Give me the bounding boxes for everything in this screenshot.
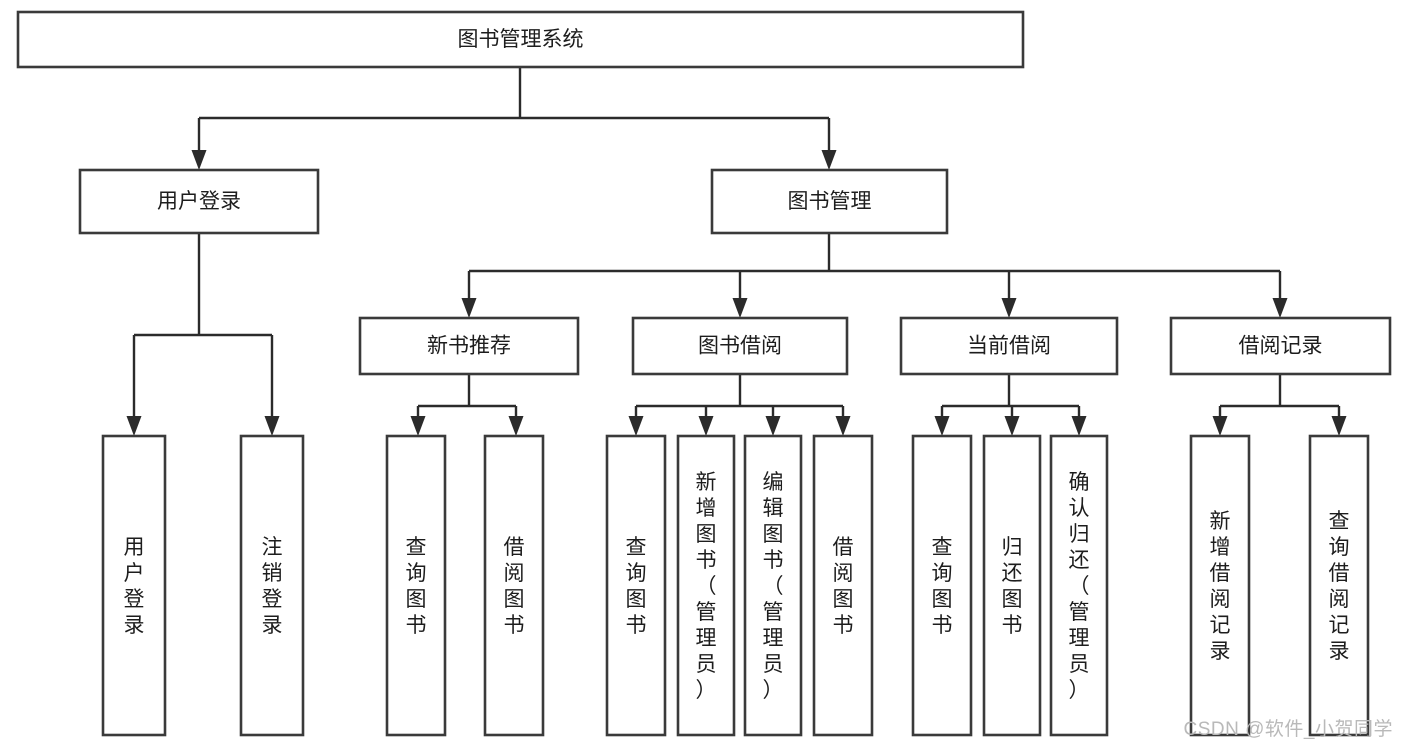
leaf-node-11[interactable]: 新增借阅记录 xyxy=(1189,434,1251,737)
level3-node-2[interactable]: 当前借阅 xyxy=(899,316,1119,376)
arrow-head-icon xyxy=(835,416,851,436)
root-node-图书管理系统-box[interactable] xyxy=(16,10,1025,69)
leaf-node-11-box[interactable] xyxy=(1189,434,1251,737)
leaf-node-12[interactable]: 查询借阅记录 xyxy=(1308,434,1370,737)
leaf-node-3[interactable]: 借阅图书 xyxy=(483,434,545,737)
arrow-head-icon xyxy=(934,416,950,436)
level3-node-3-label: 借阅记录 xyxy=(1239,335,1323,358)
leaf-node-7-label: 借阅图书 xyxy=(833,536,854,637)
leaf-node-4-box[interactable] xyxy=(605,434,667,737)
leaf-node-12-box[interactable] xyxy=(1308,434,1370,737)
leaf-node-0-label: 用户登录 xyxy=(124,536,145,637)
leaf-node-9[interactable]: 归还图书 xyxy=(982,434,1042,737)
leaf-node-5-label: 新增图书（管理员） xyxy=(696,471,717,702)
arrow-head-icon xyxy=(765,416,781,436)
arrow-head-icon xyxy=(126,416,142,436)
root-node-图书管理系统-label: 图书管理系统 xyxy=(458,28,584,51)
arrow-head-icon xyxy=(821,150,837,170)
arrow-head-icon xyxy=(1272,298,1288,318)
leaf-node-10-box[interactable] xyxy=(1049,434,1109,737)
level2-node-1-label: 图书管理 xyxy=(788,190,872,213)
leaf-node-1-box[interactable] xyxy=(239,434,305,737)
arrow-head-icon xyxy=(1001,298,1017,318)
leaf-node-3-box[interactable] xyxy=(483,434,545,737)
arrow-head-icon xyxy=(264,416,280,436)
level3-node-1-label: 图书借阅 xyxy=(698,335,782,358)
level3-node-3[interactable]: 借阅记录 xyxy=(1169,316,1392,376)
leaf-node-6-box[interactable] xyxy=(743,434,803,737)
arrow-head-icon xyxy=(698,416,714,436)
level3-node-0[interactable]: 新书推荐 xyxy=(358,316,580,376)
leaf-node-5-box[interactable] xyxy=(676,434,736,737)
level2-node-0[interactable]: 用户登录 xyxy=(78,168,320,235)
leaf-node-12-label: 查询借阅记录 xyxy=(1329,510,1350,663)
arrow-head-icon xyxy=(1004,416,1020,436)
leaf-node-3-label: 借阅图书 xyxy=(504,536,525,637)
arrow-head-icon xyxy=(191,150,207,170)
leaf-node-10-label: 确认归还（管理员） xyxy=(1069,471,1090,702)
leaf-node-9-label: 归还图书 xyxy=(1002,536,1023,637)
level3-node-1[interactable]: 图书借阅 xyxy=(631,316,849,376)
arrow-head-icon xyxy=(410,416,426,436)
leaf-node-8-box[interactable] xyxy=(911,434,973,737)
leaf-node-10[interactable]: 确认归还（管理员） xyxy=(1049,434,1109,737)
level3-node-2-box[interactable] xyxy=(899,316,1119,376)
level2-node-1-box[interactable] xyxy=(710,168,949,235)
level3-node-2-label: 当前借阅 xyxy=(967,335,1051,358)
level3-node-3-box[interactable] xyxy=(1169,316,1392,376)
node-layer: 图书管理系统用户登录图书管理新书推荐图书借阅当前借阅借阅记录用户登录注销登录查询… xyxy=(16,10,1392,737)
leaf-node-1[interactable]: 注销登录 xyxy=(239,434,305,737)
level3-node-0-label: 新书推荐 xyxy=(427,335,511,358)
arrow-head-icon xyxy=(1212,416,1228,436)
root-node-图书管理系统[interactable]: 图书管理系统 xyxy=(16,10,1025,69)
leaf-node-6-label: 编辑图书（管理员） xyxy=(763,471,784,702)
leaf-node-2-label: 查询图书 xyxy=(406,536,427,637)
leaf-node-8-label: 查询图书 xyxy=(932,536,953,637)
arrow-head-icon xyxy=(1071,416,1087,436)
arrow-head-icon xyxy=(732,298,748,318)
leaf-node-0[interactable]: 用户登录 xyxy=(101,434,167,737)
leaf-node-4-label: 查询图书 xyxy=(626,536,647,637)
leaf-node-2[interactable]: 查询图书 xyxy=(385,434,447,737)
arrow-head-icon xyxy=(1331,416,1347,436)
level2-node-1[interactable]: 图书管理 xyxy=(710,168,949,235)
leaf-node-6[interactable]: 编辑图书（管理员） xyxy=(743,434,803,737)
leaf-node-8[interactable]: 查询图书 xyxy=(911,434,973,737)
arrow-head-icon xyxy=(461,298,477,318)
arrow-head-icon xyxy=(628,416,644,436)
level3-node-1-box[interactable] xyxy=(631,316,849,376)
leaf-node-5[interactable]: 新增图书（管理员） xyxy=(676,434,736,737)
leaf-node-7[interactable]: 借阅图书 xyxy=(812,434,874,737)
leaf-node-2-box[interactable] xyxy=(385,434,447,737)
level2-node-0-box[interactable] xyxy=(78,168,320,235)
leaf-node-4[interactable]: 查询图书 xyxy=(605,434,667,737)
leaf-node-9-box[interactable] xyxy=(982,434,1042,737)
leaf-node-11-label: 新增借阅记录 xyxy=(1210,510,1231,663)
level2-node-0-label: 用户登录 xyxy=(157,190,241,213)
leaf-node-7-box[interactable] xyxy=(812,434,874,737)
level3-node-0-box[interactable] xyxy=(358,316,580,376)
leaf-node-1-label: 注销登录 xyxy=(262,536,283,637)
connector-layer xyxy=(126,67,1347,436)
leaf-node-0-box[interactable] xyxy=(101,434,167,737)
arrow-head-icon xyxy=(508,416,524,436)
